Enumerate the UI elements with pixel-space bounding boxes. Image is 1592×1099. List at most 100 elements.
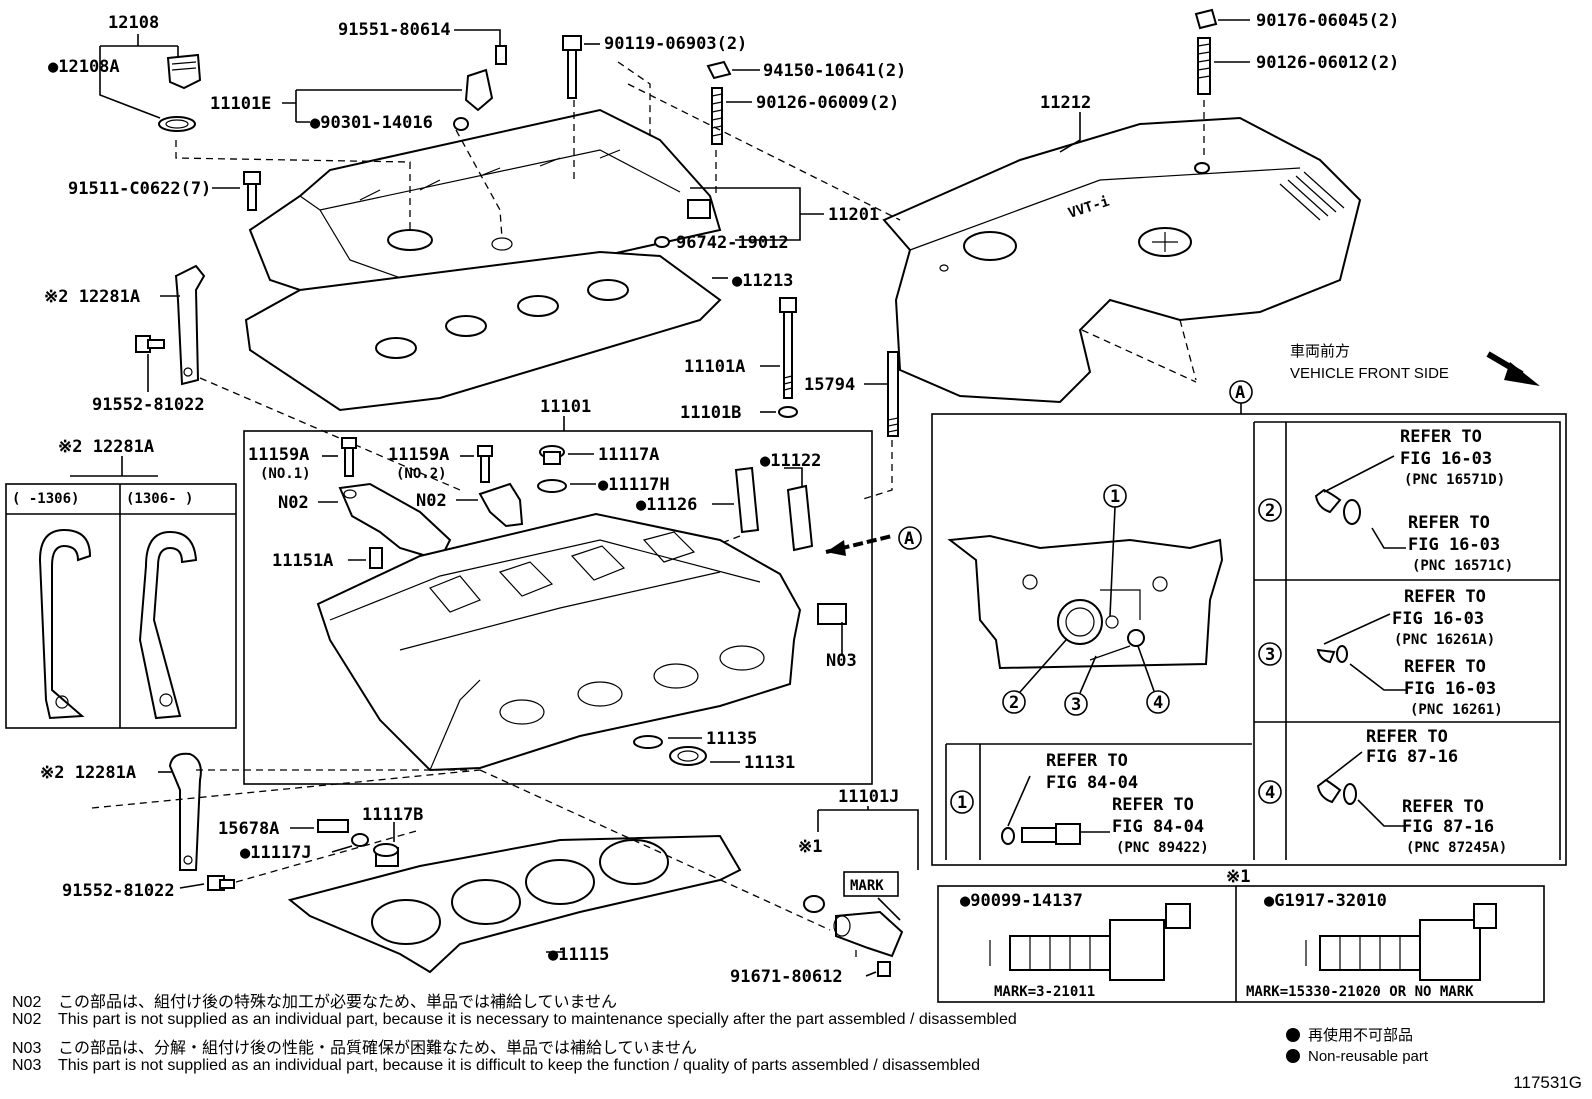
part-label-91551-80614: 91551-80614: [338, 20, 451, 40]
part-label-11117J: ●11117J: [240, 843, 312, 863]
stud-15794: [887, 351, 899, 437]
cam-position-sensor: [453, 45, 507, 131]
hanger-variant-box: [5, 483, 237, 729]
part-label-11101E: 11101E: [210, 94, 271, 114]
legend-en-text: Non-reusable part: [1308, 1048, 1429, 1065]
part-label-90126-06009: 90126-06009(2): [756, 93, 899, 113]
ref1-a-fig: FIG 84-04: [1046, 773, 1138, 793]
part-label-11101A: 11101A: [684, 357, 745, 377]
ref3-b-title: REFER TO: [1404, 657, 1486, 677]
part-label-12281A-box: ※2 12281A: [58, 437, 154, 457]
subpanel-2-number: 2: [1265, 501, 1275, 521]
tube-n03: [817, 603, 847, 625]
ref4-a-fig: FIG 87-16: [1366, 747, 1458, 767]
stud-90126-06009: [711, 87, 723, 145]
ref1-b-pnc: (PNC 89422): [1116, 840, 1209, 856]
hanger-range-right: (1306- ): [126, 491, 193, 507]
hose-clip-2: [1314, 488, 1361, 525]
bolt-90119: [562, 35, 582, 99]
ocv-box-star: ※1: [1226, 867, 1250, 887]
legend-en: Non-reusable part: [1286, 1048, 1428, 1065]
part-label-91671-80612: 91671-80612: [730, 967, 843, 987]
part-label-91511-C0622: 91511-C0622(7): [68, 179, 211, 199]
ref2-a-title: REFER TO: [1400, 427, 1482, 447]
non-reusable-dot-icon: [1286, 1028, 1300, 1042]
ref1-b-fig: FIG 84-04: [1112, 817, 1204, 837]
part-label-11101: 11101: [540, 397, 591, 417]
part-label-11212: 11212: [1040, 93, 1091, 113]
ref4-b-pnc: (PNC 87245A): [1406, 840, 1507, 856]
part-label-11126: ●11126: [636, 495, 697, 515]
part-label-15678A: 15678A: [218, 819, 279, 839]
cylinder-head-cover: [248, 108, 722, 312]
note-code-n03: N03: [826, 651, 857, 671]
part-label-90126-06012: 90126-06012(2): [1256, 53, 1399, 73]
part-label-90119-06903: 90119-06903(2): [604, 34, 747, 54]
mark-label-box: [843, 871, 899, 897]
engine-hanger-bottom: [168, 752, 235, 891]
note-text: この部品は、分解・組付け後の性能・品質確保が困難なため、単品では補給していません: [58, 1040, 698, 1057]
ocv-right-drawing: [1305, 903, 1497, 981]
part-label-11159A-no2-sub: (NO.2): [396, 466, 447, 482]
ref3-a-title: REFER TO: [1404, 587, 1486, 607]
vvt-sensor-detail: [1001, 823, 1081, 845]
hanger-range-left: ( -1306): [12, 491, 79, 507]
detail-callout-1: 1: [1110, 487, 1120, 507]
mark-label: MARK: [850, 878, 884, 894]
cylinder-head: [316, 512, 802, 772]
ref2-b-title: REFER TO: [1408, 513, 1490, 533]
gasket-11117H: [537, 479, 567, 493]
ref3-a-fig: FIG 16-03: [1392, 609, 1484, 629]
nut-90176: [1194, 8, 1218, 30]
detail-a-label: A: [1235, 383, 1245, 403]
part-label-11101B: 11101B: [680, 403, 741, 423]
part-label-11159A-no2: 11159A: [388, 445, 449, 465]
detail-a-head-view: [947, 534, 1224, 670]
part-label-11159A-no1-sub: (NO.1): [260, 466, 311, 482]
detail-callout-3: 3: [1071, 695, 1081, 715]
part-label-11115: ●11115: [548, 945, 609, 965]
non-reusable-dot-icon: [1286, 1049, 1300, 1063]
note-code-n02-b: N02: [416, 491, 447, 511]
note-code: N03: [12, 1040, 42, 1057]
detail-callout-4: 4: [1153, 693, 1163, 713]
vehicle-front-jp: 車両前方: [1290, 343, 1350, 360]
subpanel-1-number: 1: [957, 793, 967, 813]
ref1-a-title: REFER TO: [1046, 751, 1128, 771]
ocv-left-part: ●90099-14137: [960, 891, 1083, 911]
ref3-a-pnc: (PNC 16261A): [1394, 632, 1495, 648]
ocv-right-part: ●G1917-32010: [1264, 891, 1387, 911]
oil-filler-cap: [158, 53, 202, 132]
ref3-b-fig: FIG 16-03: [1404, 679, 1496, 699]
ref2-b-fig: FIG 16-03: [1408, 535, 1500, 555]
bolt-11159A-no1: [341, 437, 357, 477]
note-code: N03: [12, 1057, 42, 1074]
note-text: This part is not supplied as an individu…: [58, 1011, 1017, 1028]
ref1-b-title: REFER TO: [1112, 795, 1194, 815]
hose-clip-3: [1316, 645, 1348, 664]
part-label-96742-19012: 96742-19012: [676, 233, 789, 253]
vehicle-front-en: VEHICLE FRONT SIDE: [1290, 365, 1449, 382]
ocv-right-mark: MARK=15330-21020 OR NO MARK: [1246, 984, 1474, 1000]
note-code: N02: [12, 994, 42, 1011]
part-label-90301-14016: ●90301-14016: [310, 113, 433, 133]
o-ring-ocv: [803, 895, 825, 913]
ref4-b-title: REFER TO: [1402, 797, 1484, 817]
part-label-91552-81022-bot: 91552-81022: [62, 881, 175, 901]
stud-90126-06012: [1197, 37, 1211, 95]
ref3-b-pnc: (PNC 16261): [1410, 702, 1503, 718]
legend-jp-text: 再使用不可部品: [1308, 1027, 1414, 1044]
part-label-11159A-no1: 11159A: [248, 445, 309, 465]
part-label-11117A: 11117A: [598, 445, 659, 465]
ocv-left-mark: MARK=3-21011: [994, 984, 1095, 1000]
bolt-91511: [243, 171, 261, 211]
part-label-90176-06045: 90176-06045(2): [1256, 11, 1399, 31]
camshaft-bearing-cap-n02-b: [478, 482, 524, 528]
seal-11131: [669, 746, 707, 766]
part-label-12108: 12108: [108, 13, 159, 33]
part-label-12108A: ●12108A: [48, 57, 120, 77]
legend-jp: 再使用不可部品: [1286, 1024, 1413, 1045]
